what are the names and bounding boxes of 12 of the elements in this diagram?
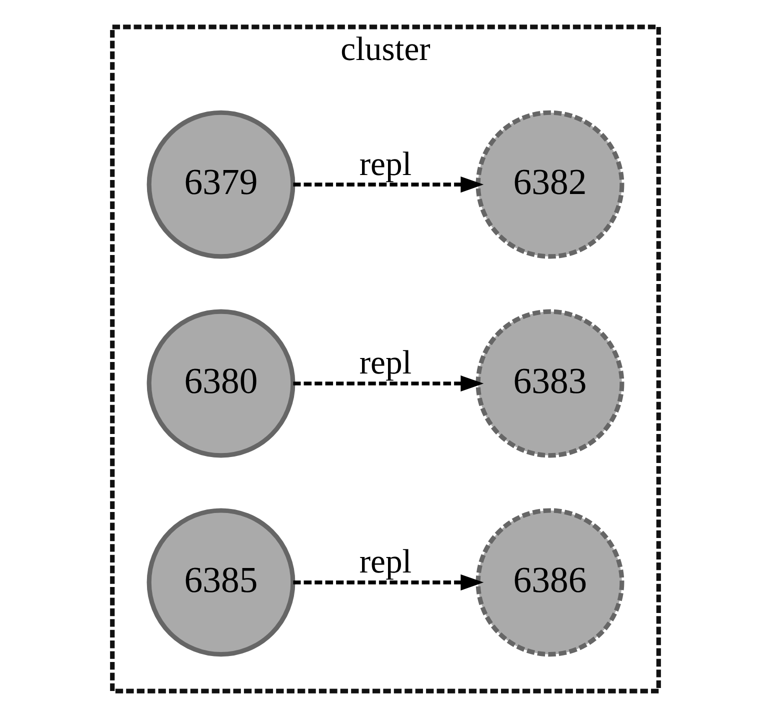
edge-label: repl bbox=[358, 146, 412, 183]
node-circle: 6386 bbox=[475, 508, 624, 657]
edge-label: repl bbox=[358, 344, 412, 382]
node-circle: 6382 bbox=[475, 110, 624, 259]
node-circle: 6385 bbox=[146, 508, 295, 657]
arrow bbox=[292, 375, 484, 392]
node-circle: 6379 bbox=[146, 110, 295, 259]
node-circle: 6380 bbox=[146, 309, 295, 458]
arrow bbox=[292, 574, 484, 590]
node-circle: 6383 bbox=[475, 309, 624, 458]
arrow bbox=[292, 176, 484, 193]
edge-label: repl bbox=[358, 544, 412, 581]
